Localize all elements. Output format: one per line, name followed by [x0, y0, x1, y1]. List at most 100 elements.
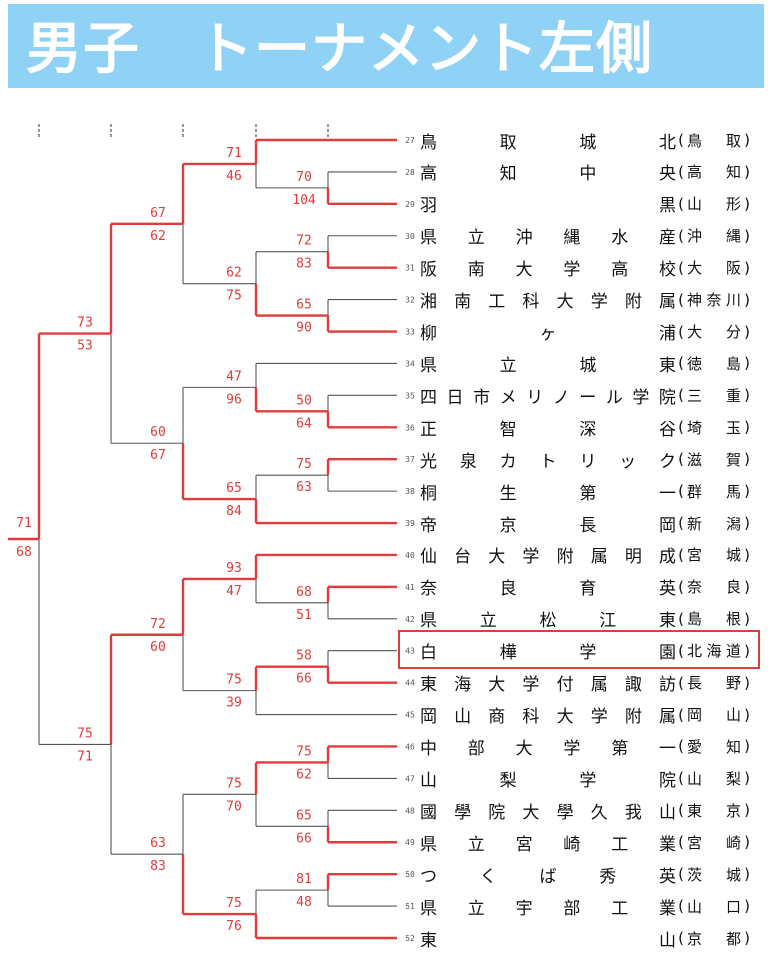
- prefecture: (三重): [678, 386, 750, 405]
- team-row: 鳥取城北(鳥取): [420, 127, 750, 153]
- team-number: 39: [405, 519, 415, 528]
- score-top: 65: [226, 481, 242, 496]
- team-row: つくば秀英(茨城): [420, 861, 750, 887]
- score-bottom: 64: [296, 416, 312, 431]
- team-number: 32: [405, 296, 415, 305]
- team-number: 28: [405, 168, 415, 177]
- team-number: 46: [405, 742, 415, 751]
- team-number: 43: [405, 647, 415, 656]
- school-name: 奈良育英: [420, 579, 676, 600]
- score-bottom: 62: [296, 767, 312, 782]
- score-top: 65: [296, 298, 312, 313]
- team-number: 40: [405, 551, 415, 560]
- score-bottom: 63: [296, 480, 312, 495]
- prefecture: (岡山): [678, 705, 750, 725]
- score-top: 71: [16, 516, 32, 531]
- team-number: 35: [405, 391, 415, 400]
- team-row: 阪南大学高校(大阪): [420, 255, 750, 281]
- school-name: 仙台大学附属明成: [420, 547, 676, 568]
- score-top: 63: [150, 836, 166, 851]
- team-row: 仙台大学附属明成(宮城): [420, 542, 750, 568]
- score-top: 65: [296, 808, 312, 823]
- school-name: 阪南大学高校: [420, 260, 676, 281]
- team-row: 県立沖縄水産(沖縄): [420, 223, 750, 249]
- team-number: 29: [405, 200, 415, 209]
- score-top: 75: [296, 457, 312, 472]
- team-row: 四日市メリノール学院(三重): [420, 382, 750, 408]
- prefecture: (新潟): [678, 514, 750, 533]
- school-name: 桐生第一: [420, 483, 676, 504]
- score-bottom: 46: [226, 169, 242, 184]
- school-name: 帝京長岡: [420, 515, 676, 536]
- school-name: 高知中央: [420, 164, 676, 185]
- team-row: 帝京長岡(新潟): [420, 510, 750, 536]
- prefecture: (東京): [678, 801, 750, 820]
- prefecture: (群馬): [678, 482, 750, 501]
- team-number: 47: [405, 774, 415, 783]
- score-bottom: 67: [150, 448, 166, 463]
- team-row: 岡山商科大学附属(岡山): [420, 702, 750, 728]
- score-bottom: 76: [226, 919, 242, 934]
- score-bottom: 66: [296, 831, 312, 846]
- prefecture: (鳥取): [678, 131, 750, 150]
- prefecture: (沖縄): [678, 226, 750, 246]
- team-row: 羽黒(山形): [420, 191, 750, 217]
- score-top: 75: [226, 776, 242, 791]
- team-row: 國學院大學久我山(東京): [420, 797, 750, 823]
- prefecture: (埼玉): [678, 418, 750, 437]
- score-top: 60: [150, 425, 166, 440]
- score-bottom: 75: [226, 289, 242, 304]
- score-top: 75: [296, 744, 312, 759]
- score-bottom: 39: [226, 696, 242, 711]
- team-row: 柳ヶ浦(大分): [420, 319, 750, 345]
- team-number: 50: [405, 870, 415, 879]
- team-row: 桐生第一(群馬): [420, 478, 750, 504]
- page-title: 男子 トーナメント左側: [26, 17, 653, 82]
- school-name: 湘南工科大学附属: [420, 292, 676, 313]
- team-row: 東海大学付属諏訪(長野): [420, 670, 750, 696]
- school-name: 東海大学付属諏訪: [420, 675, 676, 696]
- school-name: 岡山商科大学附属: [420, 707, 676, 728]
- score-top: 50: [296, 393, 312, 408]
- school-name: 県立宇部工業: [420, 898, 676, 919]
- score-top: 47: [226, 369, 242, 384]
- team-row: 奈良育英(奈良): [420, 574, 750, 600]
- score-bottom: 90: [296, 321, 312, 336]
- team-row: 光泉カトリック(滋賀): [420, 446, 750, 472]
- prefecture: (愛知): [678, 737, 750, 756]
- team-row: 山梨学院(山梨): [420, 765, 750, 791]
- school-name: 東山: [420, 930, 676, 951]
- score-top: 71: [226, 146, 242, 161]
- prefecture: (宮城): [678, 545, 750, 565]
- prefecture: (高知): [678, 162, 750, 182]
- score-bottom: 48: [296, 895, 312, 910]
- prefecture: (大分): [678, 322, 750, 342]
- prefecture: (山形): [678, 194, 750, 214]
- school-name: 國學院大學久我山: [420, 802, 676, 823]
- school-name: 県立松江東: [420, 611, 676, 632]
- score-top: 81: [296, 872, 312, 887]
- title-banner: 男子 トーナメント左側: [8, 4, 764, 88]
- team-row: 県立宇部工業(山口): [420, 893, 750, 919]
- score-top: 93: [226, 561, 242, 576]
- score-bottom: 84: [226, 504, 242, 519]
- team-row: 正智深谷(埼玉): [420, 414, 750, 440]
- prefecture: (大阪): [678, 258, 750, 278]
- team-row: 県立城東(徳島): [420, 350, 750, 376]
- prefecture: (滋賀): [678, 450, 750, 469]
- team-number: 36: [405, 423, 415, 432]
- prefecture: (山口): [678, 897, 750, 916]
- team-number: 34: [405, 359, 415, 368]
- score-bottom: 53: [77, 339, 93, 354]
- score-bottom: 71: [77, 749, 93, 764]
- school-name: 白樺学園: [420, 643, 676, 664]
- score-top: 75: [226, 896, 242, 911]
- score-top: 75: [77, 726, 93, 741]
- team-number: 44: [405, 679, 415, 688]
- school-name: 県立沖縄水産: [420, 228, 676, 249]
- school-name: 正智深谷: [420, 419, 676, 440]
- prefecture: (京都): [678, 929, 750, 948]
- school-name: 山梨学院: [420, 770, 676, 791]
- score-top: 72: [296, 234, 312, 249]
- score-bottom: 62: [150, 229, 166, 244]
